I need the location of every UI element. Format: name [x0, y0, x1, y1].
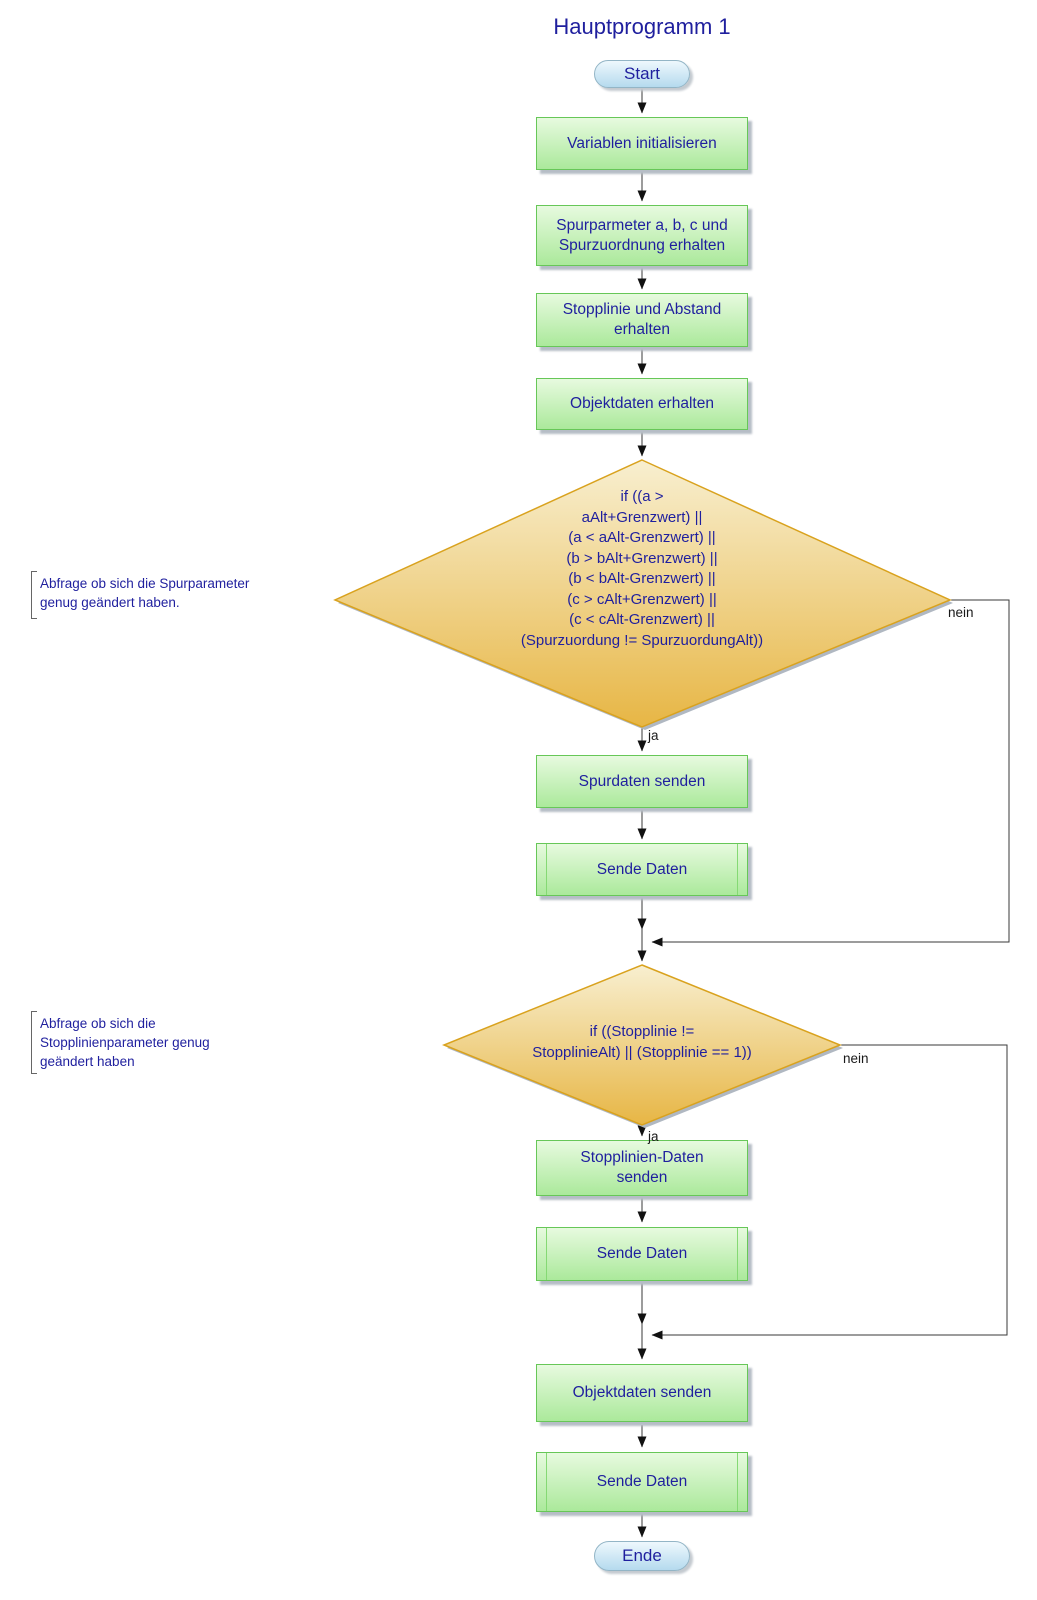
subprocess-bar-right	[737, 1228, 738, 1280]
decision-spurparameter-text: if ((a > aAlt+Grenzwert) || (a < aAlt-Gr…	[520, 488, 764, 649]
process-objektdaten-senden: Objektdaten senden	[536, 1364, 748, 1422]
annotation-bracket-1	[31, 571, 37, 619]
process-spurdaten-senden: Spurdaten senden	[536, 755, 748, 808]
subprocess-label: Sende Daten	[596, 1245, 688, 1262]
subprocess-bar-left	[546, 1228, 547, 1280]
decision-stopplinie-text: if ((Stopplinie != StopplinieAlt) || (St…	[532, 1023, 752, 1061]
decision-stopplinie-shape	[441, 964, 843, 1126]
terminator-start: Start	[594, 60, 690, 88]
subprocess-bar-left	[546, 844, 547, 895]
subprocess-sende-daten-2: Sende Daten	[536, 1227, 748, 1281]
branch-label-nein-1: nein	[948, 605, 974, 620]
page-title: Hauptprogramm 1	[553, 14, 731, 39]
process-stopplinien-daten-senden: Stopplinien-Daten senden	[536, 1140, 748, 1196]
decision-spurparameter-shape	[333, 459, 952, 728]
annotation-spurparameter: Abfrage ob sich die Spurparameter genug …	[40, 576, 250, 610]
annotation-bracket-2	[31, 1011, 37, 1074]
terminator-ende: Ende	[594, 1541, 690, 1571]
subprocess-label: Sende Daten	[596, 1473, 688, 1490]
process-stopplinie-abstand-erhalten: Stopplinie und Abstand erhalten	[536, 293, 748, 347]
process-spurparameter-erhalten: Spurparmeter a, b, c und Spurzuordnung e…	[536, 205, 748, 266]
connector-decision1-nein	[651, 599, 1010, 947]
subprocess-bar-right	[737, 844, 738, 895]
process-objektdaten-erhalten: Objektdaten erhalten	[536, 378, 748, 430]
annotation-stopplinie: Abfrage ob sich die Stopplinienparameter…	[40, 1016, 210, 1069]
subprocess-sende-daten-3: Sende Daten	[536, 1452, 748, 1512]
branch-label-ja-1: ja	[648, 728, 659, 743]
subprocess-sende-daten-1: Sende Daten	[536, 843, 748, 896]
branch-label-ja-2: ja	[648, 1129, 659, 1144]
process-variablen-initialisieren: Variablen initialisieren	[536, 117, 748, 170]
branch-label-nein-2: nein	[843, 1051, 869, 1066]
subprocess-bar-right	[737, 1453, 738, 1511]
subprocess-bar-left	[546, 1453, 547, 1511]
subprocess-label: Sende Daten	[596, 860, 688, 878]
connector-decision2-nein	[651, 1044, 1008, 1340]
